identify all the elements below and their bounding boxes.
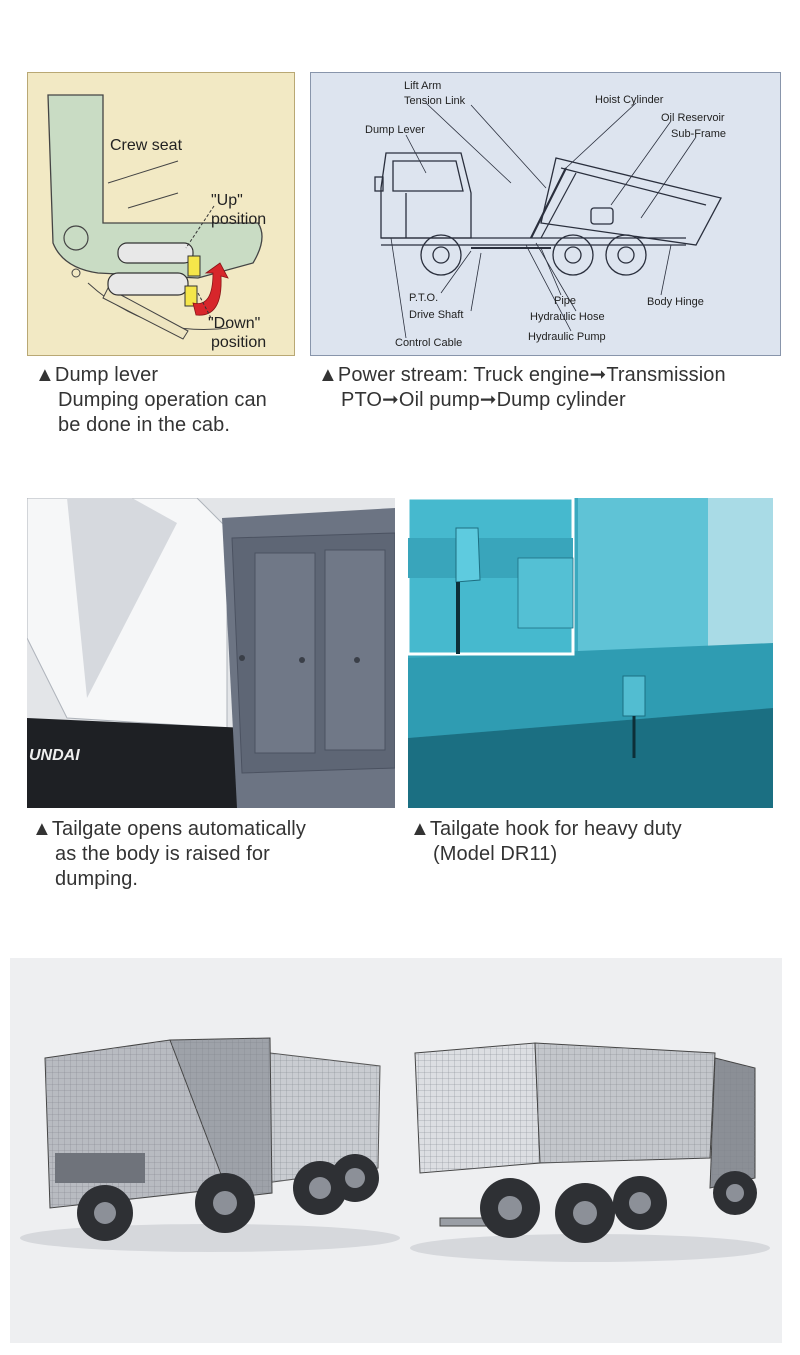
drive-shaft-label: Drive Shaft [409,309,463,321]
truck-renders [10,958,782,1343]
pipe-label: Pipe [554,295,576,307]
sub-frame-label: Sub-Frame [671,128,726,140]
tailgate-hook-caption: ▲Tailgate hook for heavy duty (Model DR1… [410,817,682,867]
hydraulic-pump-label: Hydraulic Pump [528,331,606,343]
tension-link-label: Tension Link [404,95,466,107]
control-cable-label: Control Cable [395,337,462,349]
caption-line: as the body is raised for [55,843,270,865]
hoist-cylinder-label: Hoist Cylinder [595,94,664,106]
down-position-label-2: position [211,334,266,351]
truck-rear-render [410,1042,770,1262]
crew-seat-label: Crew seat [110,137,183,154]
up-position-label-2: position [211,211,266,228]
lift-arm-label: Lift Arm [404,80,441,92]
body-hinge-label: Body Hinge [647,296,704,308]
caption-line: ▲Tailgate opens automatically [32,818,306,840]
power-stream-diagram: Lift Arm Tension Link Hoist Cylinder Oil… [310,72,781,356]
up-position-label-1: "Up" [211,192,243,209]
dump-lever-illustration: Crew seat "Up" position "Down" position [27,72,295,356]
tailgate-auto-photo: UNDAI [27,498,395,808]
caption-line: (Model DR11) [433,843,558,865]
truck-hydraulic-drawing: Lift Arm Tension Link Hoist Cylinder Oil… [365,80,726,349]
caption-line: PTO➞Oil pump➞Dump cylinder [341,389,626,411]
hydraulic-hose-label: Hydraulic Hose [530,311,605,323]
caption-line: ▲Power stream: Truck engine➞Transmission [318,364,726,386]
oil-reservoir-label: Oil Reservoir [661,112,725,124]
pto-label: P.T.O. [409,292,438,304]
truck-front-render [20,1037,400,1252]
caption-line: be done in the cab. [58,414,231,436]
dump-lever-caption: ▲Dump lever Dumping operation can be don… [35,363,267,438]
dump-lever-drawing: Crew seat "Up" position "Down" position [47,94,266,351]
tailgate-hook-photo [408,498,773,808]
caption-line: ▲Tailgate hook for heavy duty [410,818,682,840]
down-position-label-1: "Down" [208,315,260,332]
caption-line: dumping. [55,868,139,890]
dump-lever-label: Dump Lever [365,124,425,136]
brand-text: UNDAI [29,747,80,764]
caption-line: Dumping operation can [58,389,267,411]
tailgate-auto-caption: ▲Tailgate opens automatically as the bod… [32,817,306,892]
caption-line: ▲Dump lever [35,364,159,386]
power-stream-caption: ▲Power stream: Truck engine➞Transmission… [318,363,726,413]
